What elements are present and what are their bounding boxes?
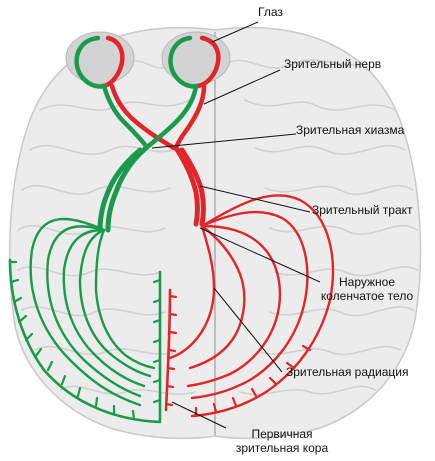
- label-lgn-line2: коленчатое тело: [320, 288, 414, 303]
- brain-gyri: [17, 59, 418, 396]
- right-eye-pathway: [143, 35, 221, 151]
- label-lgn: Наружное коленчатое тело: [312, 275, 422, 304]
- label-eye: Глаз: [258, 5, 283, 19]
- leader-eye: [211, 21, 259, 43]
- leader-optic-nerve: [203, 69, 281, 105]
- label-lgn-line1: Наружное: [338, 275, 395, 289]
- left-optic-radiation: [8, 217, 162, 424]
- label-optic-nerve: Зрительный нерв: [284, 57, 382, 71]
- leader-optic-radiation: [213, 287, 283, 373]
- leader-optic-tract: [199, 185, 311, 213]
- left-eye-pathway: [74, 35, 177, 151]
- leader-lgn: [199, 227, 321, 283]
- label-optic-tract: Зрительный тракт: [312, 203, 413, 217]
- label-optic-chiasm: Зрительная хиазма: [296, 123, 405, 137]
- leader-optic-chiasm: [151, 133, 297, 149]
- optic-tracts: [97, 145, 206, 233]
- label-primary-cortex: Первичная зрительная кора: [222, 428, 342, 458]
- label-optic-radiation: Зрительная радиация: [286, 365, 409, 379]
- leader-lines: [151, 21, 321, 429]
- leader-primary-cortex: [171, 401, 227, 429]
- left-cortex-ticks: [8, 260, 162, 421]
- label-primary-cortex-line1: Первичная: [251, 428, 313, 441]
- right-cortex-ticks: [164, 294, 312, 418]
- label-primary-cortex-line2: зрительная кора: [235, 440, 329, 455]
